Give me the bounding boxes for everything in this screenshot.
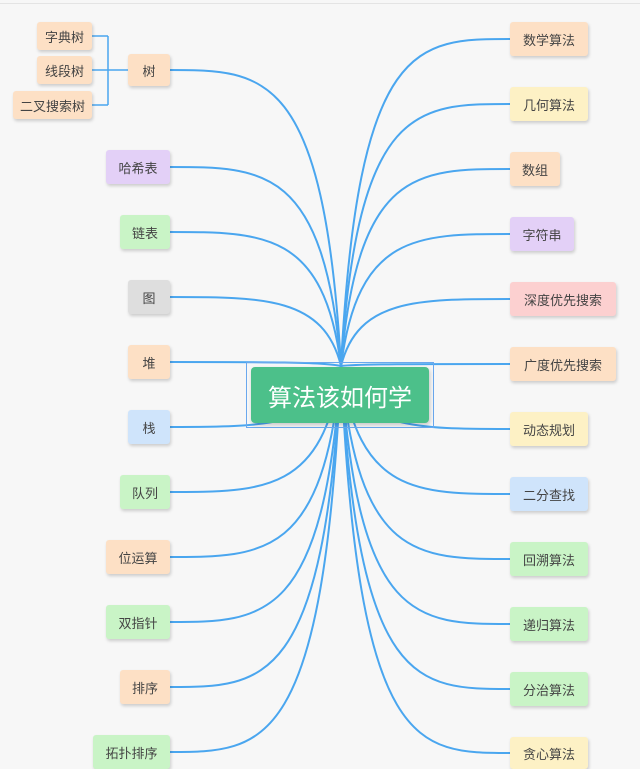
edge-dfs <box>340 298 511 367</box>
edge-math <box>340 38 511 367</box>
edge-tree <box>169 69 342 367</box>
node-linked-list[interactable]: 链表 <box>120 215 170 249</box>
node-backtracking[interactable]: 回溯算法 <box>510 542 588 576</box>
node-segment-tree[interactable]: 线段树 <box>37 56 92 84</box>
edge-tree-children <box>92 35 128 106</box>
node-dp[interactable]: 动态规划 <box>510 412 588 446</box>
edge-greedy <box>340 365 511 754</box>
node-tree[interactable]: 树 <box>128 54 170 86</box>
top-divider <box>0 3 640 4</box>
node-topo-sort[interactable]: 拓扑排序 <box>93 735 170 769</box>
edge-geometry <box>340 103 511 367</box>
edge-graph <box>169 296 342 367</box>
central-node-selection <box>246 362 434 428</box>
node-bfs[interactable]: 广度优先搜索 <box>510 347 616 381</box>
central-node[interactable]: 算法该如何学 <box>251 367 429 423</box>
node-bst[interactable]: 二叉搜索树 <box>13 91 92 119</box>
edge-divide-conquer <box>340 365 511 690</box>
node-recursion[interactable]: 递归算法 <box>510 607 588 641</box>
node-trie[interactable]: 字典树 <box>37 22 92 50</box>
edge-two-pointers <box>169 365 342 623</box>
node-graph[interactable]: 图 <box>128 280 170 314</box>
node-sorting[interactable]: 排序 <box>120 670 170 704</box>
node-dfs[interactable]: 深度优先搜索 <box>510 282 616 316</box>
node-bit-ops[interactable]: 位运算 <box>106 540 170 574</box>
edge-sorting <box>169 365 342 688</box>
edge-string <box>340 233 511 367</box>
edge-bfs <box>340 363 511 367</box>
node-math[interactable]: 数学算法 <box>510 22 588 56</box>
node-binary-search[interactable]: 二分查找 <box>510 477 588 511</box>
edge-recursion <box>340 365 511 625</box>
edge-backtracking <box>340 365 511 560</box>
edge-linked-list <box>169 231 342 367</box>
edge-topo-sort <box>169 365 342 753</box>
node-stack[interactable]: 栈 <box>128 410 170 444</box>
node-array[interactable]: 数组 <box>510 152 560 186</box>
edge-hash-table <box>169 166 342 367</box>
edge-array <box>340 168 511 367</box>
node-string[interactable]: 字符串 <box>510 217 574 251</box>
node-two-pointers[interactable]: 双指针 <box>106 605 170 639</box>
node-heap[interactable]: 堆 <box>128 345 170 379</box>
edge-bit-ops <box>169 365 342 558</box>
node-geometry[interactable]: 几何算法 <box>510 87 588 121</box>
node-queue[interactable]: 队列 <box>120 475 170 509</box>
node-greedy[interactable]: 贪心算法 <box>510 737 588 769</box>
node-hash-table[interactable]: 哈希表 <box>106 150 170 184</box>
node-divide-conquer[interactable]: 分治算法 <box>510 672 588 706</box>
